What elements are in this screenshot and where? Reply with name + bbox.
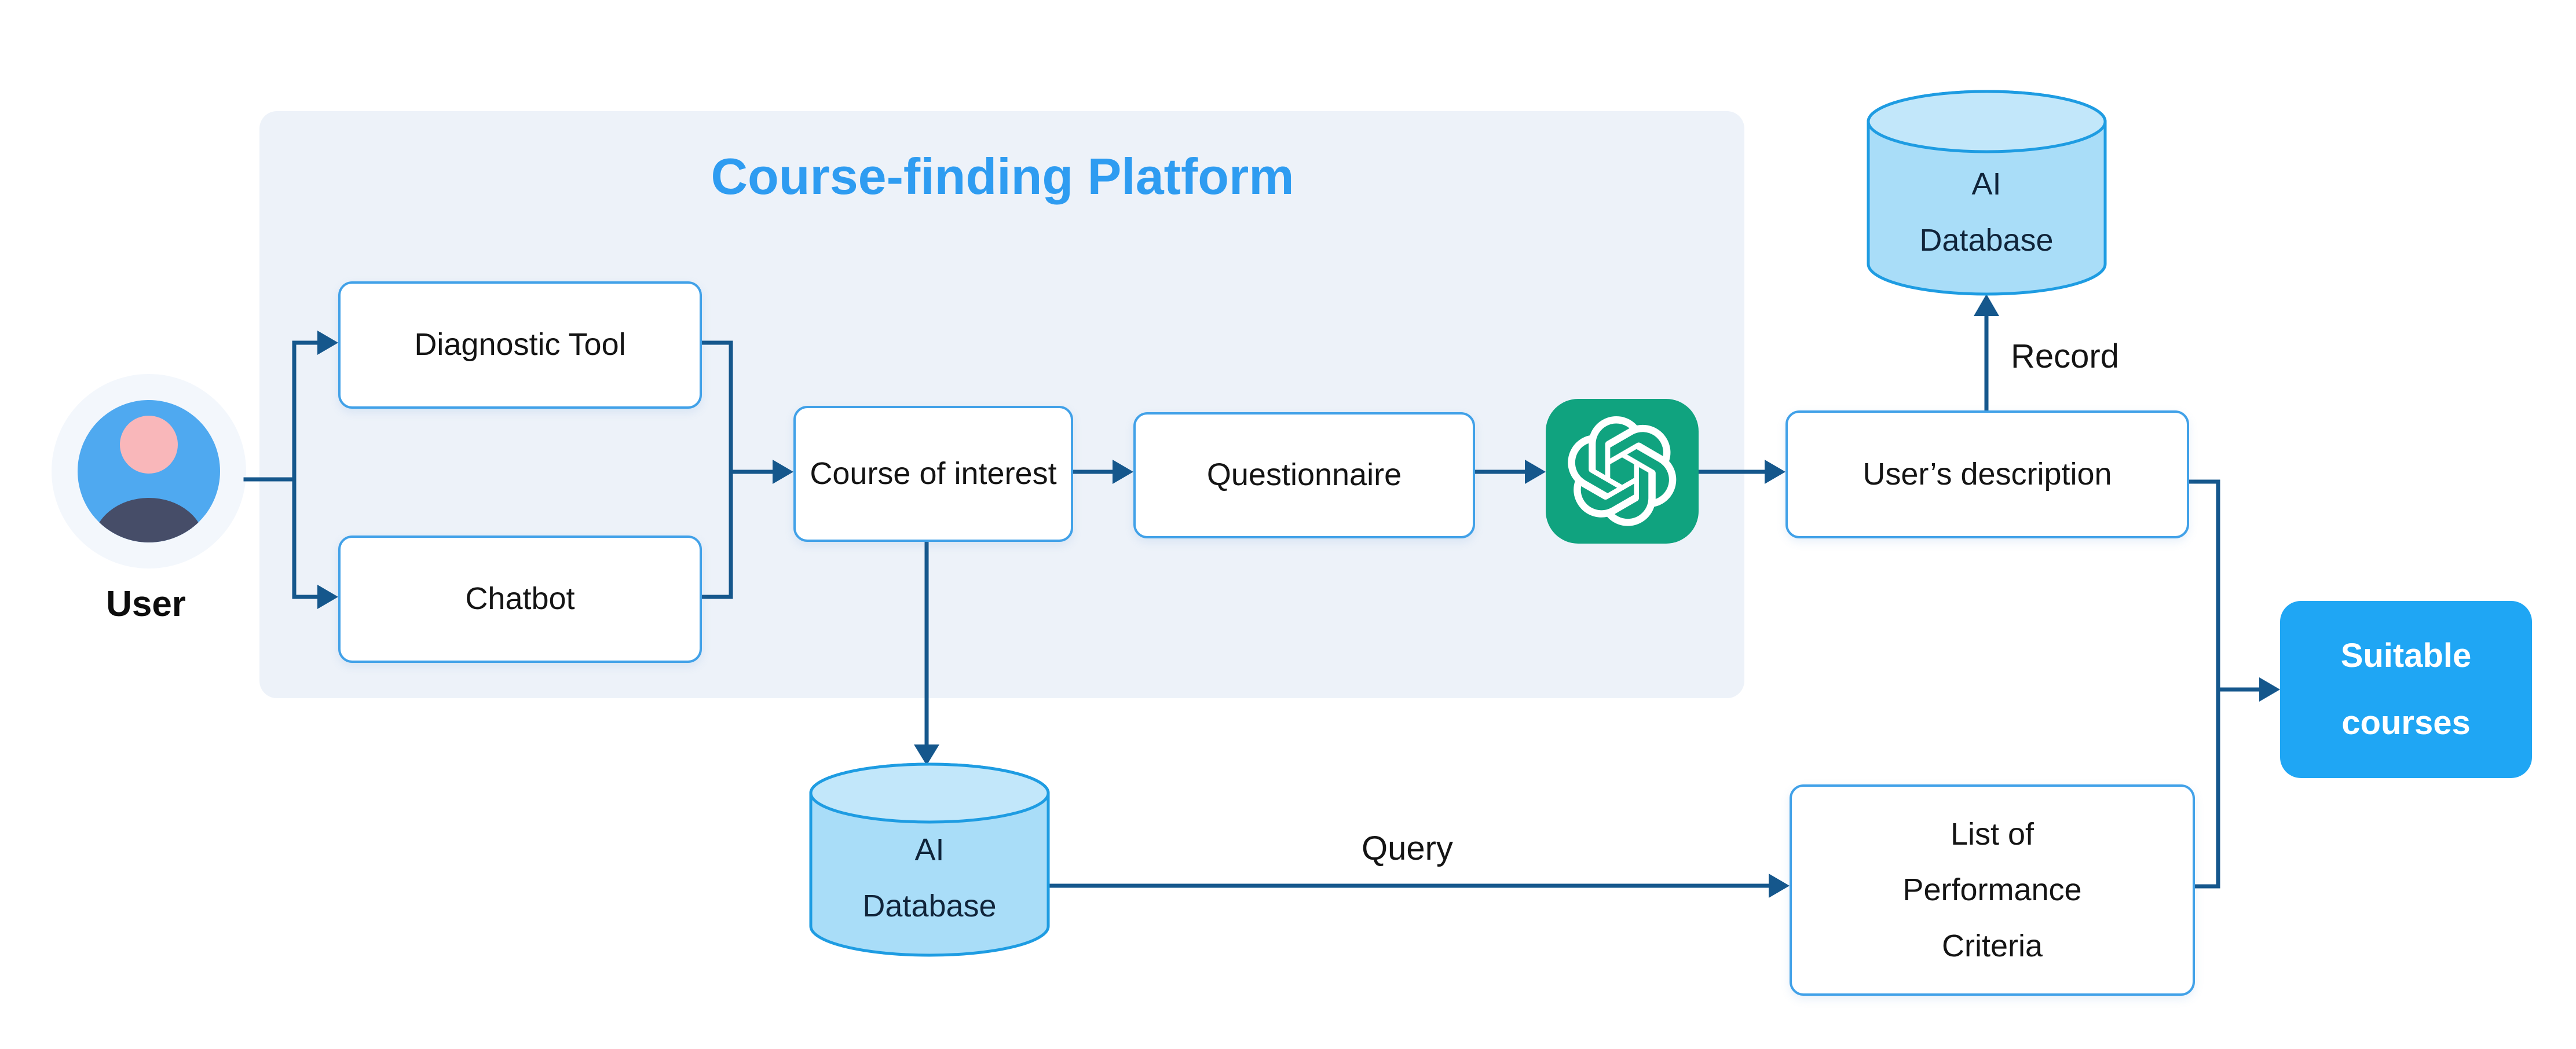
edge-to-suitable-courses — [2182, 479, 2280, 889]
edge-tools-to-course — [695, 340, 793, 599]
node-list-of-performance-criteria: List of Performance Criteria — [1790, 784, 2195, 996]
ai-database-bottom-icon — [809, 762, 1050, 957]
node-suitable-courses: Suitable courses — [2280, 601, 2532, 778]
edge-user-to-tools — [243, 331, 338, 609]
node-diagnostic-tool: Diagnostic Tool — [338, 281, 702, 409]
ai-database-bottom-label: AI Database — [862, 832, 997, 924]
query-edge-label: Query — [1362, 830, 1453, 867]
node-users-description: User’s description — [1785, 410, 2189, 538]
edge-openai-to-description — [1696, 460, 1785, 484]
node-questionnaire: Questionnaire — [1133, 412, 1475, 538]
node-chatbot: Chatbot — [338, 535, 702, 663]
openai-logo-icon — [1546, 399, 1699, 544]
node-course-of-interest: Course of interest — [793, 406, 1073, 542]
ai-database-top-label: AI Database — [1919, 167, 2054, 258]
edge-record — [1974, 294, 1999, 413]
user-label: User — [106, 584, 186, 624]
record-edge-label: Record — [2011, 338, 2119, 375]
edge-questionnaire-to-openai — [1468, 460, 1546, 484]
edge-query — [1046, 874, 1790, 898]
edge-course-to-database — [914, 535, 939, 765]
ai-database-top-icon — [1867, 90, 2107, 296]
user-avatar-icon — [52, 374, 246, 568]
list-of-performance-criteria-label: List of Performance Criteria — [1902, 817, 2082, 963]
platform-title: Course-finding Platform — [711, 148, 1294, 205]
